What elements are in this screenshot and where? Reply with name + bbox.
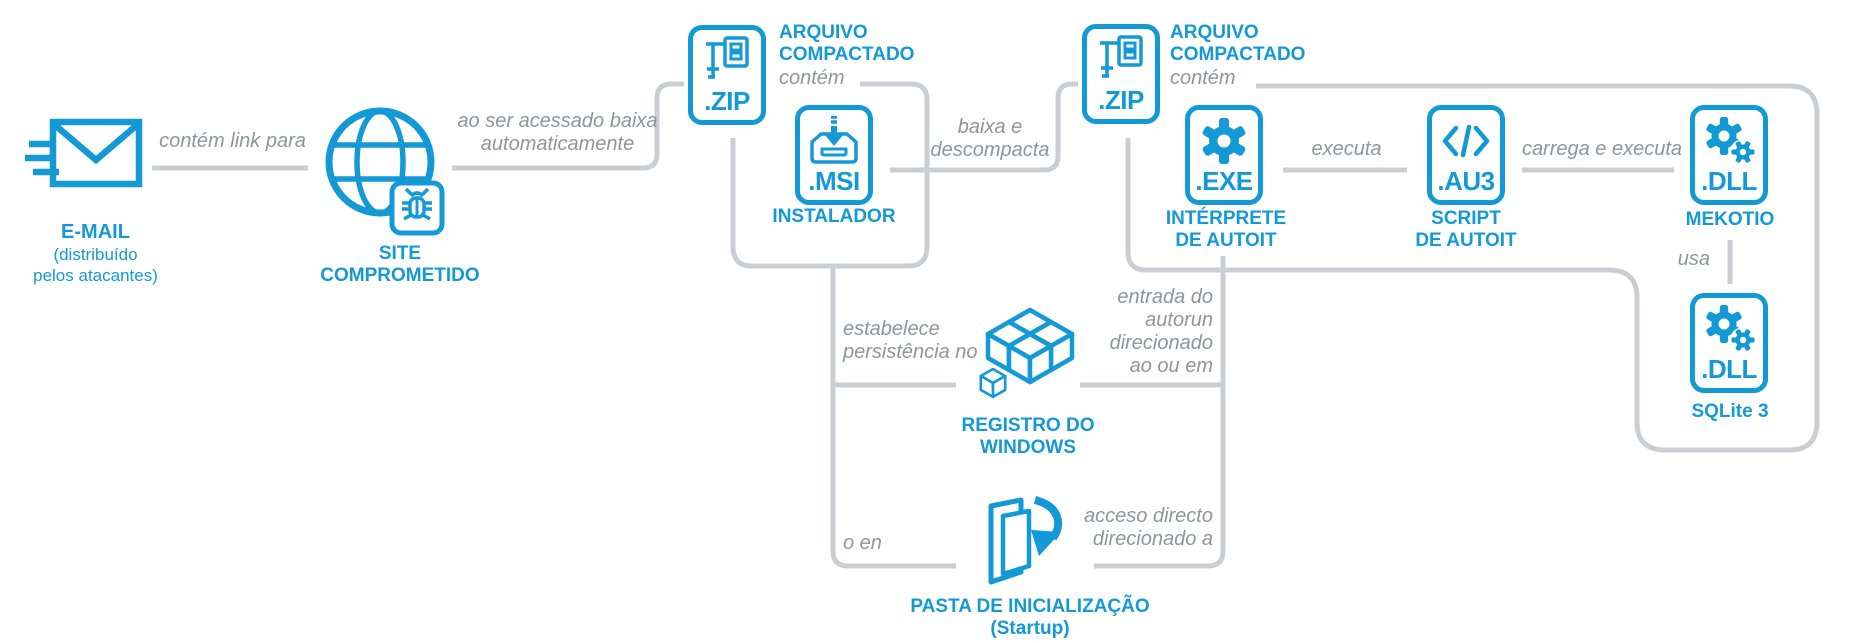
au3-ext: .AU3 xyxy=(1437,166,1495,196)
au3-title-1: SCRIPT xyxy=(1431,208,1501,229)
mekotio-label: MEKOTIO xyxy=(1685,209,1775,230)
mekotio-filebox: .DLL xyxy=(1690,105,1768,205)
edge-msi-zip2-line xyxy=(890,81,1078,173)
globe-bug-icon xyxy=(325,107,445,236)
gear-icon xyxy=(1202,118,1246,164)
email-label: E-MAIL (distribuído pelos atacantes) xyxy=(18,221,173,286)
zip1-ext: .ZIP xyxy=(704,86,750,116)
msi-ext: .MSI xyxy=(808,166,860,196)
exe-ext: .EXE xyxy=(1195,166,1253,196)
site-label: SITE COMPROMETIDO xyxy=(310,243,490,287)
edge-msi-startup-label: o en xyxy=(843,532,882,554)
zip2-title-1: ARQUIVO xyxy=(1170,22,1259,43)
edge-email-site-label: contém link para xyxy=(159,130,306,152)
edge-zip2-contains-bracket xyxy=(1125,83,1820,453)
startup-label: PASTA DE INICIALIZAÇÃO (Startup) xyxy=(900,596,1160,640)
edge-site-zip1-line xyxy=(452,81,684,171)
zip-clamp-icon xyxy=(1100,35,1143,78)
registry-label: REGISTRO DO WINDOWS xyxy=(938,415,1118,459)
code-icon xyxy=(1442,124,1490,158)
exe-label: INTÉRPRETE DE AUTOIT xyxy=(1146,208,1306,252)
zip1-label: ARQUIVO COMPACTADO contém xyxy=(779,22,914,90)
edge-exe-au3-label: executa xyxy=(1311,138,1382,160)
mekotio-ext: .DLL xyxy=(1701,166,1757,196)
email-subtitle-1: (distribuído xyxy=(53,245,138,264)
registry-title-2: WINDOWS xyxy=(979,437,1077,458)
au3-label: SCRIPT DE AUTOIT xyxy=(1386,208,1546,252)
email-title: E-MAIL xyxy=(61,221,130,243)
au3-filebox: .AU3 xyxy=(1427,105,1505,205)
startup-title-1: PASTA DE INICIALIZAÇÃO xyxy=(910,596,1150,617)
msi-filebox: .MSI xyxy=(795,105,873,205)
edge-msi-zip2-label: baixa e descompacta xyxy=(930,116,1050,161)
edge-exe-registry-label: entrada do autorun direcionado ao ou em xyxy=(1109,286,1213,377)
gears-icon xyxy=(1706,117,1755,165)
zip2-ext: .ZIP xyxy=(1098,85,1144,115)
zip1-title-2: COMPACTADO xyxy=(779,44,915,65)
email-subtitle-2: pelos atacantes) xyxy=(33,266,158,285)
gears-icon xyxy=(1706,305,1755,353)
installer-tray-icon xyxy=(810,116,858,164)
sqlite-filebox: .DLL xyxy=(1690,293,1768,393)
zip1-note: contém xyxy=(779,67,845,89)
edge-msi-startup-line xyxy=(830,266,956,569)
site-title-2: COMPROMETIDO xyxy=(320,265,480,286)
zip2-title-2: COMPACTADO xyxy=(1170,44,1306,65)
exe-title-1: INTÉRPRETE xyxy=(1165,208,1287,229)
email-speed-icon xyxy=(25,118,143,188)
registry-title-1: REGISTRO DO xyxy=(961,415,1095,436)
sqlite-ext: .DLL xyxy=(1701,354,1757,384)
zip2-note: contém xyxy=(1170,67,1236,89)
edge-site-zip1-label: ao ser acessado baixa automaticamente xyxy=(457,110,658,155)
site-title-1: SITE xyxy=(378,243,422,264)
edge-exe-startup-line xyxy=(1094,256,1226,569)
edge-mekotio-sqlite-label: usa xyxy=(1677,248,1710,270)
registry-cubes-icon xyxy=(979,307,1075,399)
bug-icon xyxy=(402,187,432,221)
msi-label: INSTALADOR xyxy=(772,206,896,227)
edge-msi-registry-label: estabelece persistência no xyxy=(843,318,978,363)
sqlite-label: SQLite 3 xyxy=(1691,401,1769,422)
exe-title-2: DE AUTOIT xyxy=(1175,230,1277,251)
exe-filebox: .EXE xyxy=(1185,105,1263,205)
edge-au3-mekotio-label: carrega e executa xyxy=(1521,138,1683,160)
startup-title-2: (Startup) xyxy=(990,618,1070,639)
startup-folder-icon xyxy=(988,496,1063,585)
au3-title-2: DE AUTOIT xyxy=(1415,230,1517,251)
zip1-title-1: ARQUIVO xyxy=(779,22,868,43)
zip2-label: ARQUIVO COMPACTADO contém xyxy=(1170,22,1305,90)
edge-exe-startup-label: acceso directo direcionado a xyxy=(1084,505,1213,550)
zip1-filebox: .ZIP xyxy=(688,25,766,125)
zip2-filebox: .ZIP xyxy=(1082,24,1160,124)
zip-clamp-icon xyxy=(706,36,749,79)
edge-zip1-contains-bracket xyxy=(730,81,930,269)
